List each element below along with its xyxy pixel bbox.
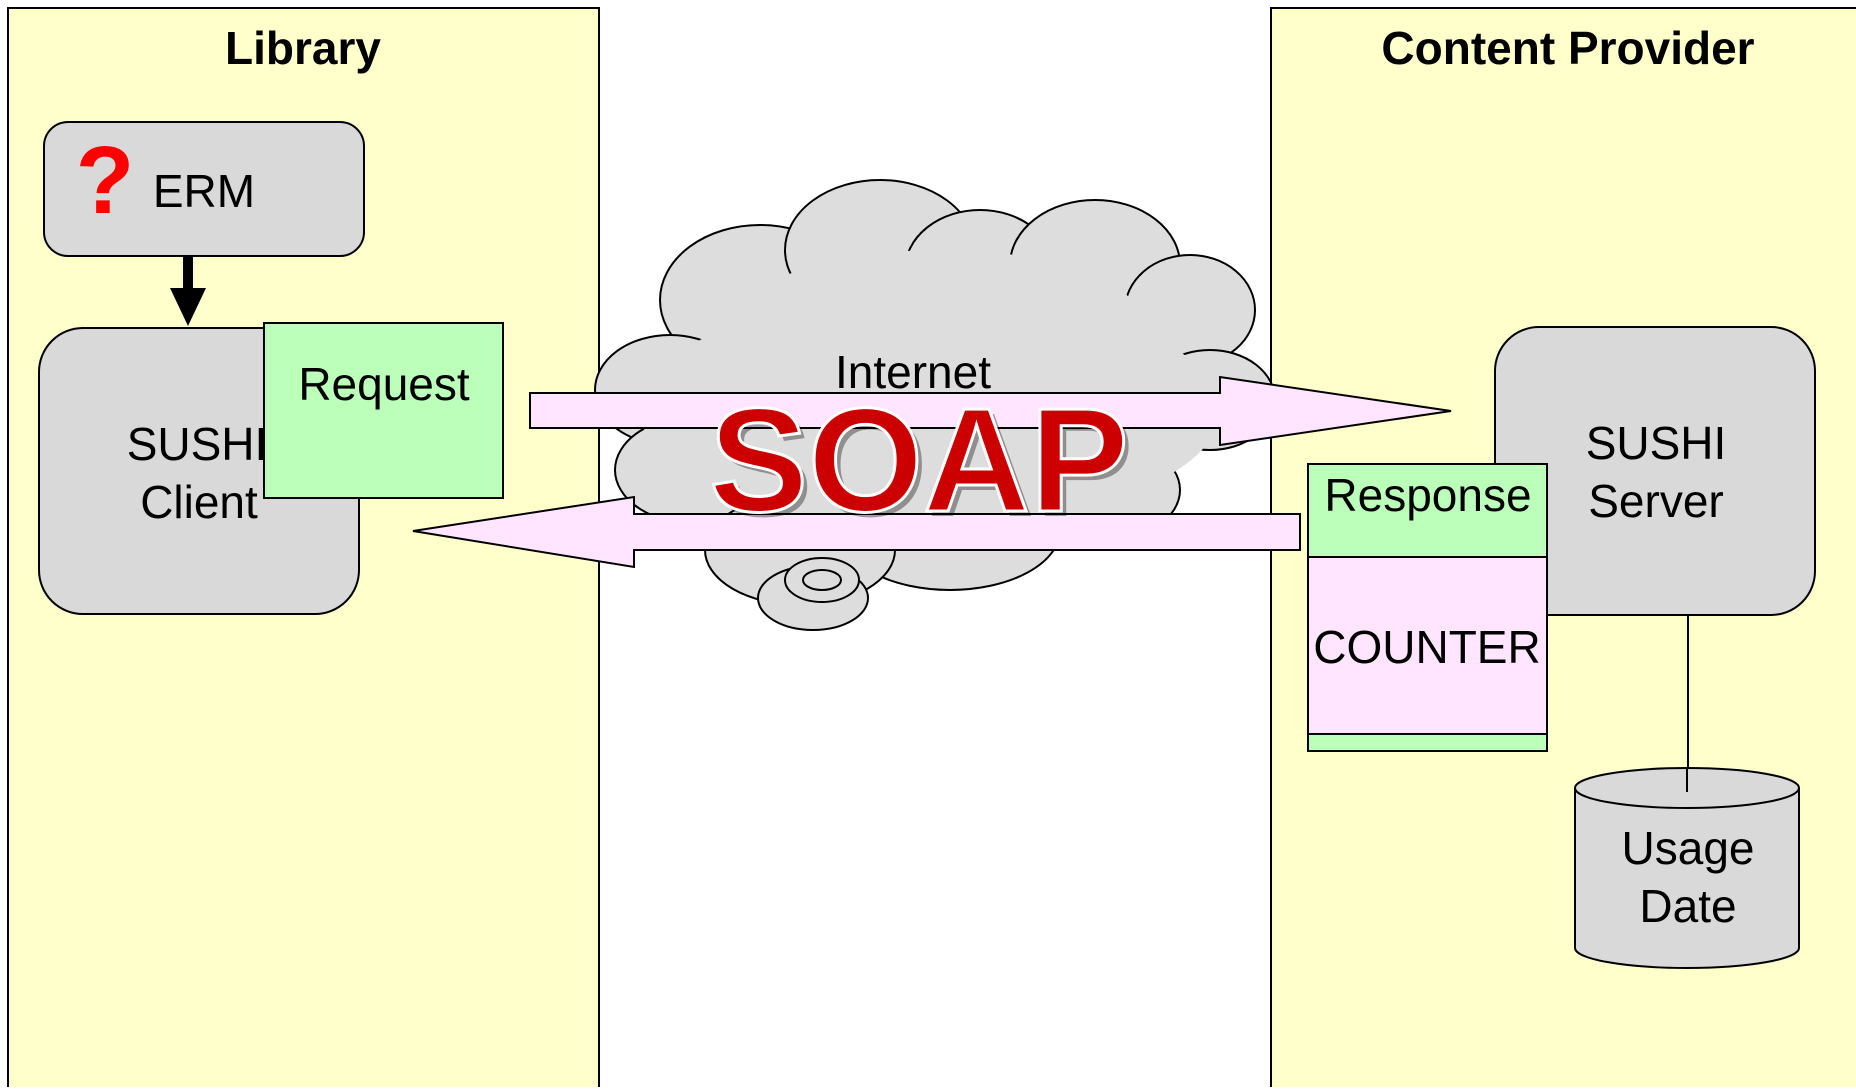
soap-label: SOAP SOAP bbox=[708, 377, 1134, 549]
client-label-line2: Client bbox=[140, 476, 258, 528]
soap-label-text: SOAP bbox=[709, 378, 1128, 543]
response-arrow bbox=[412, 495, 1301, 569]
content-provider-title: Content Provider bbox=[1381, 22, 1754, 74]
internet-label: Internet bbox=[835, 346, 991, 398]
usage-database: Usage Date bbox=[1574, 767, 1800, 969]
response-document: Response COUNTER bbox=[1307, 463, 1548, 752]
library-title: Library bbox=[225, 22, 381, 74]
erm-to-client-arrow bbox=[170, 256, 206, 326]
sushi-server-box: SUSHI Server bbox=[1494, 326, 1816, 616]
erm-label: ERM bbox=[153, 165, 255, 217]
request-document: Request bbox=[263, 322, 504, 499]
request-label: Request bbox=[298, 358, 470, 410]
server-label-line2: Server bbox=[1588, 475, 1723, 527]
question-mark-icon: ? bbox=[76, 127, 135, 234]
response-label: Response bbox=[1324, 469, 1531, 521]
erm-box: ? ERM bbox=[43, 121, 365, 257]
request-arrow bbox=[529, 375, 1452, 447]
database-label-line2: Date bbox=[1639, 880, 1736, 932]
client-label-line1: SUSHI bbox=[127, 418, 268, 470]
database-label-line1: Usage bbox=[1622, 822, 1755, 874]
server-label-line1: SUSHI bbox=[1586, 417, 1727, 469]
counter-label: COUNTER bbox=[1313, 621, 1540, 673]
soap-label-shadow: SOAP bbox=[714, 383, 1133, 548]
